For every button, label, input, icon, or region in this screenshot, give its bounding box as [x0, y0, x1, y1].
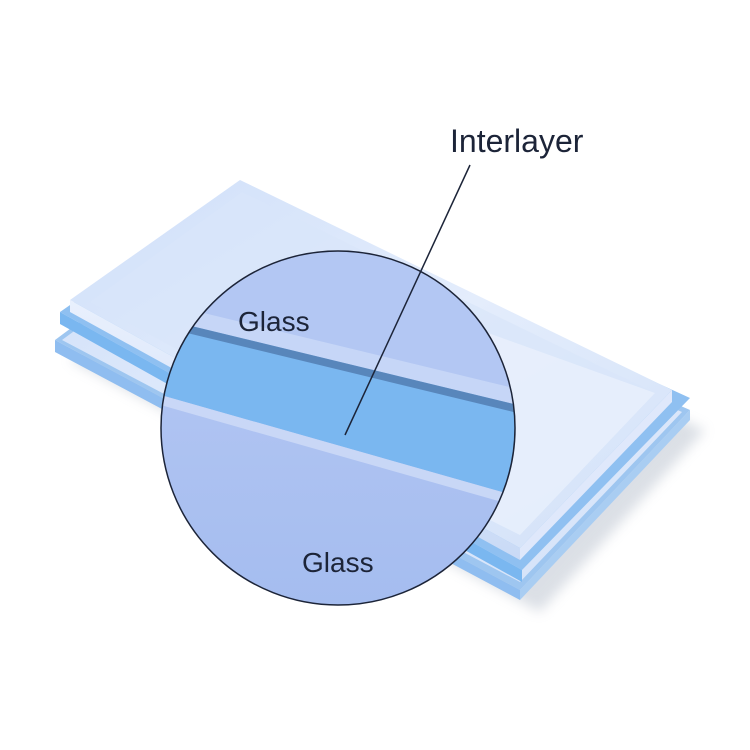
- top-glass-label: Glass: [238, 306, 310, 337]
- magnifier: [160, 250, 516, 606]
- bottom-glass-label: Glass: [302, 547, 374, 578]
- magnifier-outline: [160, 250, 516, 606]
- interlayer-label: Interlayer: [450, 123, 584, 159]
- callout-leader-line: [344, 164, 471, 436]
